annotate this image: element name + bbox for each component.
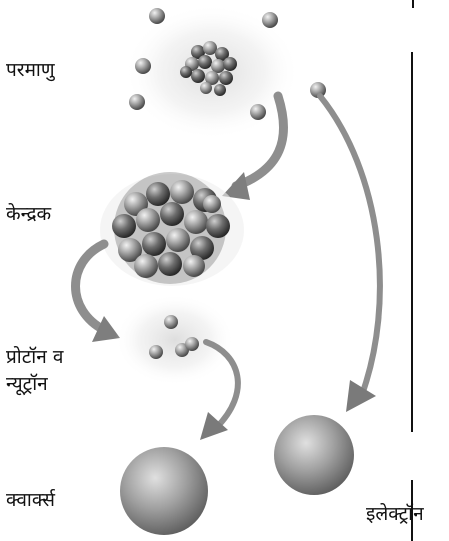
arrow-nucleus-to-pn [76,244,105,330]
atom-electron [129,94,145,110]
label-proton-neutron-line2: न्यूट्रॉन [6,371,63,398]
arrow-electron-path [320,96,380,400]
label-proton-neutron: प्रोटॉन व न्यूट्रॉन [6,344,63,398]
nucleus-illustration [100,172,244,286]
label-electron: इलेक्ट्रॉन [366,502,424,526]
arrow-electron-path-head [346,380,376,412]
right-vertical-rule [411,52,413,432]
quarks-sphere [120,447,208,535]
atom-illustration [124,4,326,140]
label-atom: परमाणु [6,58,55,82]
electron-sphere [274,415,354,495]
atom-electron [250,104,266,120]
label-nucleus: केन्द्रक [6,202,51,226]
label-quarks: क्वार्क्स [6,488,55,512]
right-vertical-rule-top [412,0,414,8]
label-proton-neutron-line1: प्रोटॉन व [6,344,63,371]
proton-neutron-illustration [115,294,235,386]
atom-electron [149,8,165,24]
atom-electron [135,58,151,74]
atom-electron [262,12,278,28]
